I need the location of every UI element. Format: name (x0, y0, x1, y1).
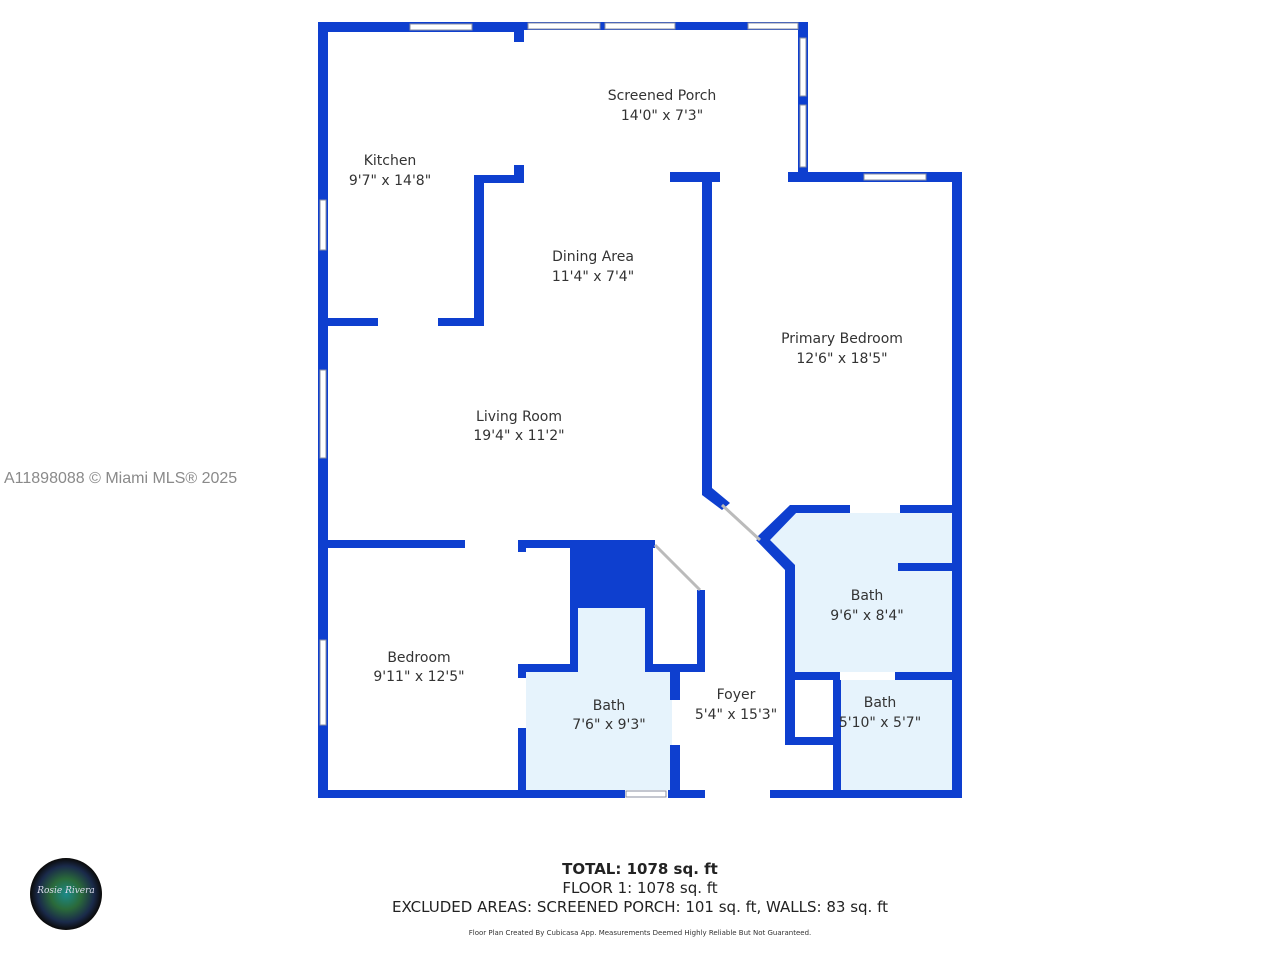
room-dims: 9'7" x 14'8" (349, 173, 431, 189)
room-dims: 11'4" x 7'4" (552, 269, 634, 285)
bath-floor-3 (841, 680, 952, 790)
room-dims: 14'0" x 7'3" (621, 108, 703, 124)
bath-floor-1 (526, 608, 672, 790)
room-dims: 5'4" x 15'3" (695, 707, 777, 723)
room-labels: Screened Porch 14'0" x 7'3" Kitchen 9'7"… (349, 88, 921, 733)
room-dims: 9'6" x 8'4" (830, 608, 903, 624)
room-name: Dining Area (552, 249, 634, 265)
disclaimer: Floor Plan Created By Cubicasa App. Meas… (468, 929, 812, 937)
room-dims: 9'11" x 12'5" (373, 669, 464, 685)
room-name: Bedroom (387, 650, 450, 666)
room-name: Bath (851, 588, 884, 604)
room-dims: 5'10" x 5'7" (839, 715, 921, 731)
photographer-logo: Rosie Rivera (30, 858, 102, 930)
total-area: TOTAL: 1078 sq. ft (562, 860, 718, 878)
room-dims: 19'4" x 11'2" (473, 428, 564, 444)
logo-text: Rosie Rivera (37, 886, 95, 896)
floor-area: FLOOR 1: 1078 sq. ft (562, 879, 718, 897)
mls-watermark: A11898088 © Miami MLS® 2025 (4, 470, 238, 487)
room-name: Living Room (476, 409, 562, 425)
room-name: Bath (593, 698, 626, 714)
room-name: Primary Bedroom (781, 331, 903, 347)
windows (319, 22, 927, 798)
room-name: Kitchen (364, 153, 417, 169)
room-dims: 7'6" x 9'3" (572, 717, 645, 733)
excluded-areas: EXCLUDED AREAS: SCREENED PORCH: 101 sq. … (392, 898, 888, 916)
room-dims: 12'6" x 18'5" (796, 351, 887, 367)
room-name: Foyer (717, 687, 756, 703)
room-name: Screened Porch (608, 88, 717, 104)
room-name: Bath (864, 695, 897, 711)
primary-bath-floor (765, 513, 952, 672)
